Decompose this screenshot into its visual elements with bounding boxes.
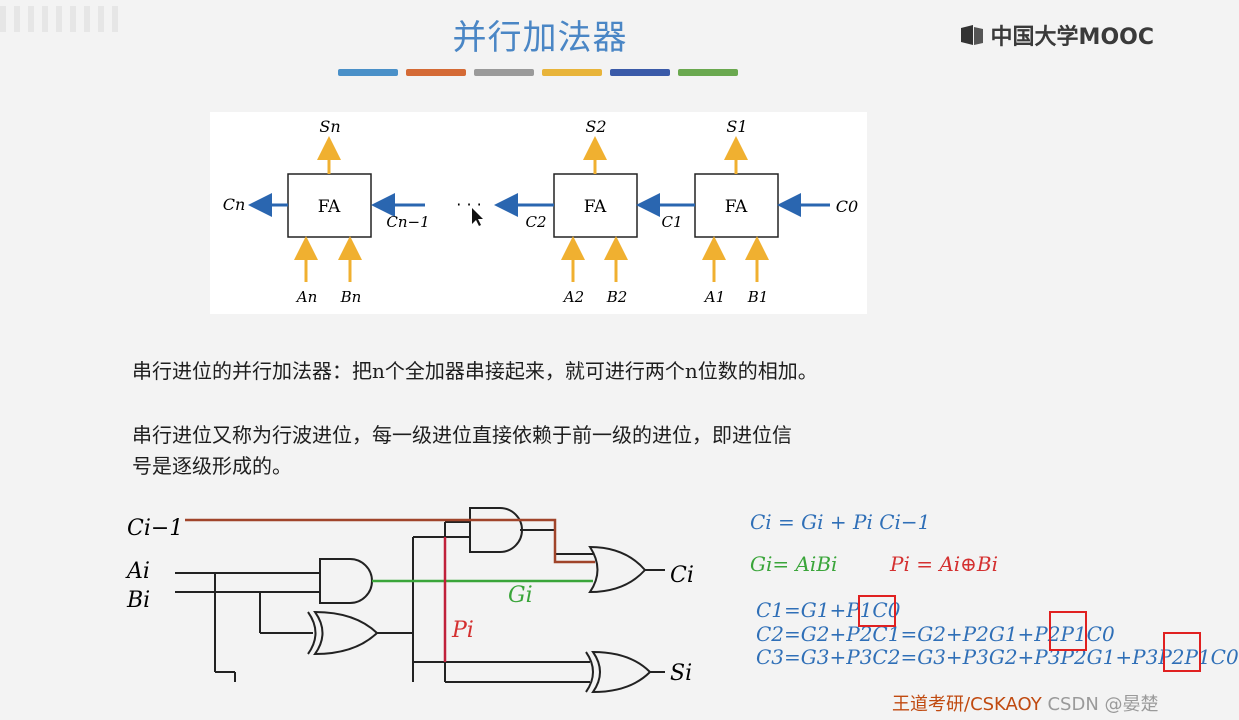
input-label-an: An xyxy=(295,288,318,306)
input-label-a2: A2 xyxy=(562,288,584,306)
carry-label-cn-1: Cn−1 xyxy=(386,213,429,231)
carry-label-c1: C1 xyxy=(661,213,682,231)
color-bar-segment xyxy=(474,69,534,76)
equation-carry-general: Ci = Gi + Pi Ci−1 xyxy=(750,510,930,534)
output-label-ci: Ci xyxy=(670,563,694,588)
equation-c3: C3=G3+P3C2=G3+P3G2+P3P2G1+P3P2P1C0 xyxy=(756,645,1239,669)
mooc-logo-icon xyxy=(960,25,983,45)
equation-carry-general-text: Ci = Gi + Pi Ci−1 xyxy=(750,510,931,534)
input-label-bi: Bi xyxy=(126,588,150,613)
slide-title: 并行加法器 xyxy=(452,18,628,58)
equation-c3-text: C3=G3+P3C2=G3+P3G2+P3P2G1+P3P2P1C0 xyxy=(756,645,1239,669)
fa-label-2: FA xyxy=(584,197,607,217)
input-label-b1: B1 xyxy=(747,288,769,306)
paragraph-1: 串行进位的并行加法器：把n个全加器串接起来，就可进行两个n位数的相加。 xyxy=(132,359,818,383)
fa-label-n: FA xyxy=(318,197,341,217)
slide: 并行加法器 中国大学MOOC FA FA FA xyxy=(0,6,1239,716)
ellipsis: · · · xyxy=(456,195,481,214)
equation-c1: C1=G1+P1C0 xyxy=(756,598,900,622)
sum-label-1: S1 xyxy=(726,117,747,136)
equation-c1-text: C1=G1+P1C0 xyxy=(756,598,901,622)
serial-adder-svg: FA FA FA Sn S2 S1 An Bn A2 B2 A1 B1 xyxy=(223,117,858,306)
output-label-si: Si xyxy=(670,661,692,686)
equation-g-definition: Gi= AiBi xyxy=(750,552,837,576)
footer: 王道考研/CSKAOY CSDN @晏楚 xyxy=(892,690,1159,716)
carry-label-c2: C2 xyxy=(525,213,546,231)
logo-text: 中国大学MOOC xyxy=(990,25,1154,50)
c0-highlight-box-2 xyxy=(1049,611,1087,651)
footer-text: 王道考研/CSKAOY xyxy=(892,694,1042,715)
fa-label-1: FA xyxy=(725,197,748,217)
signal-label-gi: Gi xyxy=(508,583,533,608)
paragraph-2-line-1: 串行进位又称为行波进位，每一级进位直接依赖于前一级的进位，即进位信 xyxy=(132,423,792,447)
input-label-bn: Bn xyxy=(340,288,362,306)
paragraph-2-line-2: 号是逐级形成的。 xyxy=(132,454,292,478)
sum-label-2: S2 xyxy=(585,117,606,136)
mooc-logo: 中国大学MOOC xyxy=(959,18,1154,52)
c0-highlight-box-1 xyxy=(858,595,896,627)
input-label-ai: Ai xyxy=(125,559,150,584)
input-label-ci-1: Ci−1 xyxy=(127,516,183,541)
full-adder-circuit: Ci−1 Ai Bi Ci Si Gi Pi xyxy=(125,507,694,694)
fa-block-1 xyxy=(694,173,779,238)
mouse-cursor-icon xyxy=(472,208,483,226)
corner-decoration xyxy=(0,6,120,32)
equation-p-definition: Pi = Ai⊕Bi xyxy=(890,552,998,576)
color-bar-segment xyxy=(338,69,398,76)
p-definition-text: Pi = Ai⊕Bi xyxy=(890,552,999,576)
color-bar-segment xyxy=(406,69,466,76)
color-bar-segment xyxy=(542,69,602,76)
serial-adder-diagram: FA FA FA Sn S2 S1 An Bn A2 B2 A1 B1 xyxy=(210,112,867,314)
input-label-b2: B2 xyxy=(606,288,628,306)
color-bar-segment xyxy=(610,69,670,76)
color-bar-segment xyxy=(678,69,738,76)
watermark: CSDN @晏楚 xyxy=(1047,694,1159,715)
carry-label-c0: C0 xyxy=(836,197,858,216)
g-definition-text: Gi= AiBi xyxy=(750,552,838,576)
equation-c2: C2=G2+P2C1=G2+P2G1+P2P1C0 xyxy=(756,622,1115,646)
carry-label-cn: Cn xyxy=(223,195,246,214)
color-bar xyxy=(338,69,738,76)
c0-highlight-box-3 xyxy=(1163,632,1201,672)
signal-label-pi: Pi xyxy=(451,618,474,643)
equation-c2-text: C2=G2+P2C1=G2+P2G1+P2P1C0 xyxy=(756,622,1115,646)
sum-label-n: Sn xyxy=(319,117,340,136)
input-label-a1: A1 xyxy=(703,288,725,306)
fa-block-n xyxy=(287,173,372,238)
